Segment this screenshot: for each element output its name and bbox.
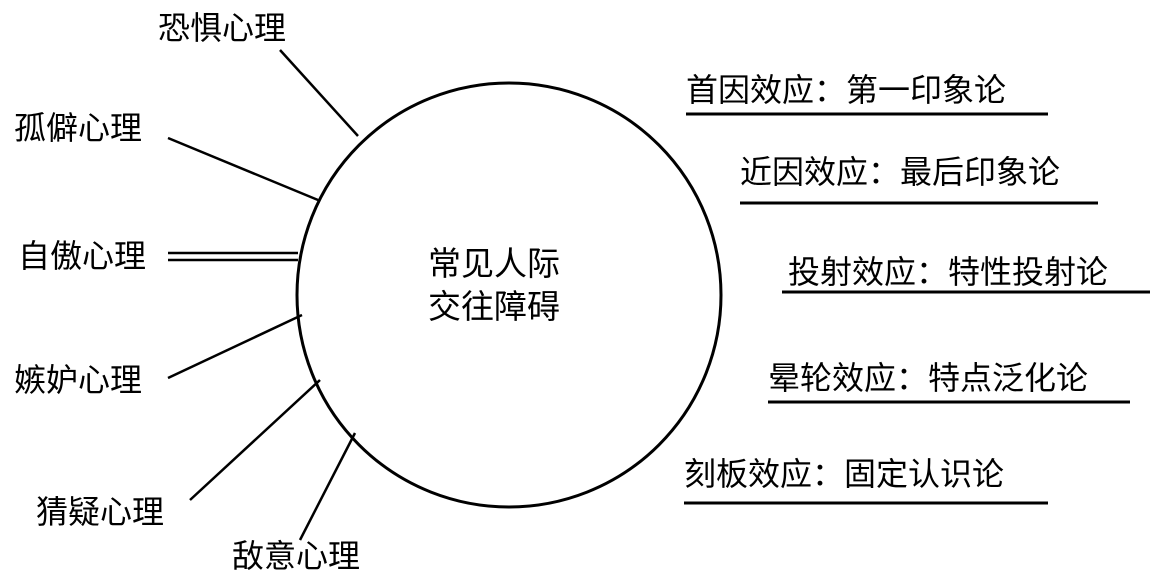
effect-label-primacy: 首因效应：第一印象论 (686, 71, 1007, 109)
barrier-label-pride: 自傲心理 (18, 237, 147, 275)
center-label-line2: 交往障碍 (428, 287, 560, 326)
barrier-label-fear: 恐惧心理 (158, 9, 287, 47)
barrier-label-isolation: 孤僻心理 (14, 109, 143, 147)
center-circle (295, 81, 723, 509)
connector-line-isolation (167, 136, 319, 202)
effect-label-recency: 近因效应：最后印象论 (740, 153, 1061, 191)
connector-line-suspicion (189, 379, 321, 501)
center-label-line1: 常见人际 (428, 244, 560, 283)
connector-line-jealousy (167, 313, 303, 380)
effect-label-halo: 晕轮效应：特点泛化论 (768, 359, 1089, 397)
connector-line-hostility (298, 432, 357, 541)
connector-line-fear (279, 49, 359, 137)
effect-label-projection: 投射效应：特性投射论 (788, 253, 1109, 291)
barrier-label-hostility: 敌意心理 (232, 537, 361, 575)
barrier-label-suspicion: 猜疑心理 (36, 493, 165, 531)
center-label: 常见人际 交往障碍 (394, 242, 594, 328)
barrier-label-jealousy: 嫉妒心理 (14, 361, 143, 399)
effect-label-stereotype: 刻板效应：固定认识论 (684, 455, 1005, 493)
